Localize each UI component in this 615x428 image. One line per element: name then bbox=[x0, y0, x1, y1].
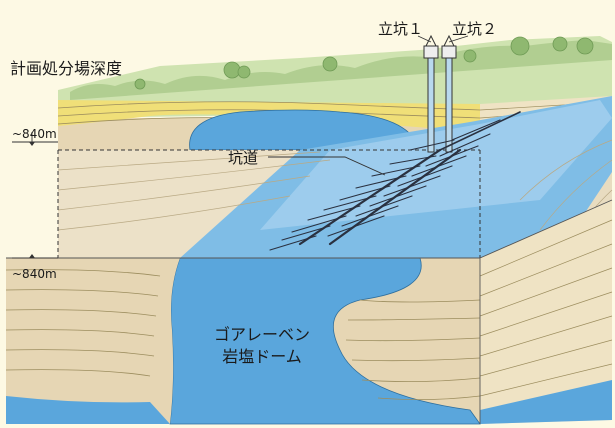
depth-marker-upper bbox=[12, 132, 58, 146]
salt-dome-bottom-blue bbox=[6, 396, 170, 424]
vegetation-patches bbox=[70, 40, 612, 100]
label-tunnel: 坑道 bbox=[228, 149, 258, 167]
shaft-leader-1 bbox=[417, 35, 432, 43]
left-wall-strata bbox=[57, 151, 331, 231]
bottom-block-outline bbox=[6, 199, 613, 424]
cross-cuts bbox=[269, 119, 501, 251]
bottom-right-strata bbox=[479, 219, 613, 397]
label-salt-dome-line1: ゴアレーベン bbox=[214, 325, 310, 344]
shafts bbox=[417, 34, 469, 153]
tunnel-leader bbox=[268, 156, 386, 176]
headframe-2 bbox=[441, 34, 457, 59]
label-salt-dome-line2: 岩塩ドーム bbox=[222, 347, 302, 366]
shaft-2 bbox=[445, 55, 453, 153]
label-planned-depth: 計画処分場深度 bbox=[10, 59, 122, 78]
shaft-leader-2 bbox=[448, 35, 469, 43]
label-shaft-1: 立坑１ bbox=[378, 20, 423, 38]
tunnel-network bbox=[269, 111, 521, 251]
label-shaft-2: 立坑２ bbox=[452, 20, 497, 38]
depth-marker-lower bbox=[12, 254, 58, 259]
shaft-1 bbox=[427, 55, 435, 153]
label-depth-upper: ~840m bbox=[12, 127, 57, 141]
bottom-right-blue bbox=[480, 380, 612, 424]
strata-left bbox=[5, 269, 161, 377]
strata-right bbox=[345, 299, 481, 400]
headframe-1 bbox=[423, 34, 439, 59]
access-drift bbox=[439, 111, 521, 151]
trees bbox=[134, 36, 594, 90]
label-depth-lower: ~840m bbox=[12, 267, 57, 281]
bottom-right-side bbox=[480, 200, 612, 424]
bottom-block bbox=[5, 199, 613, 425]
